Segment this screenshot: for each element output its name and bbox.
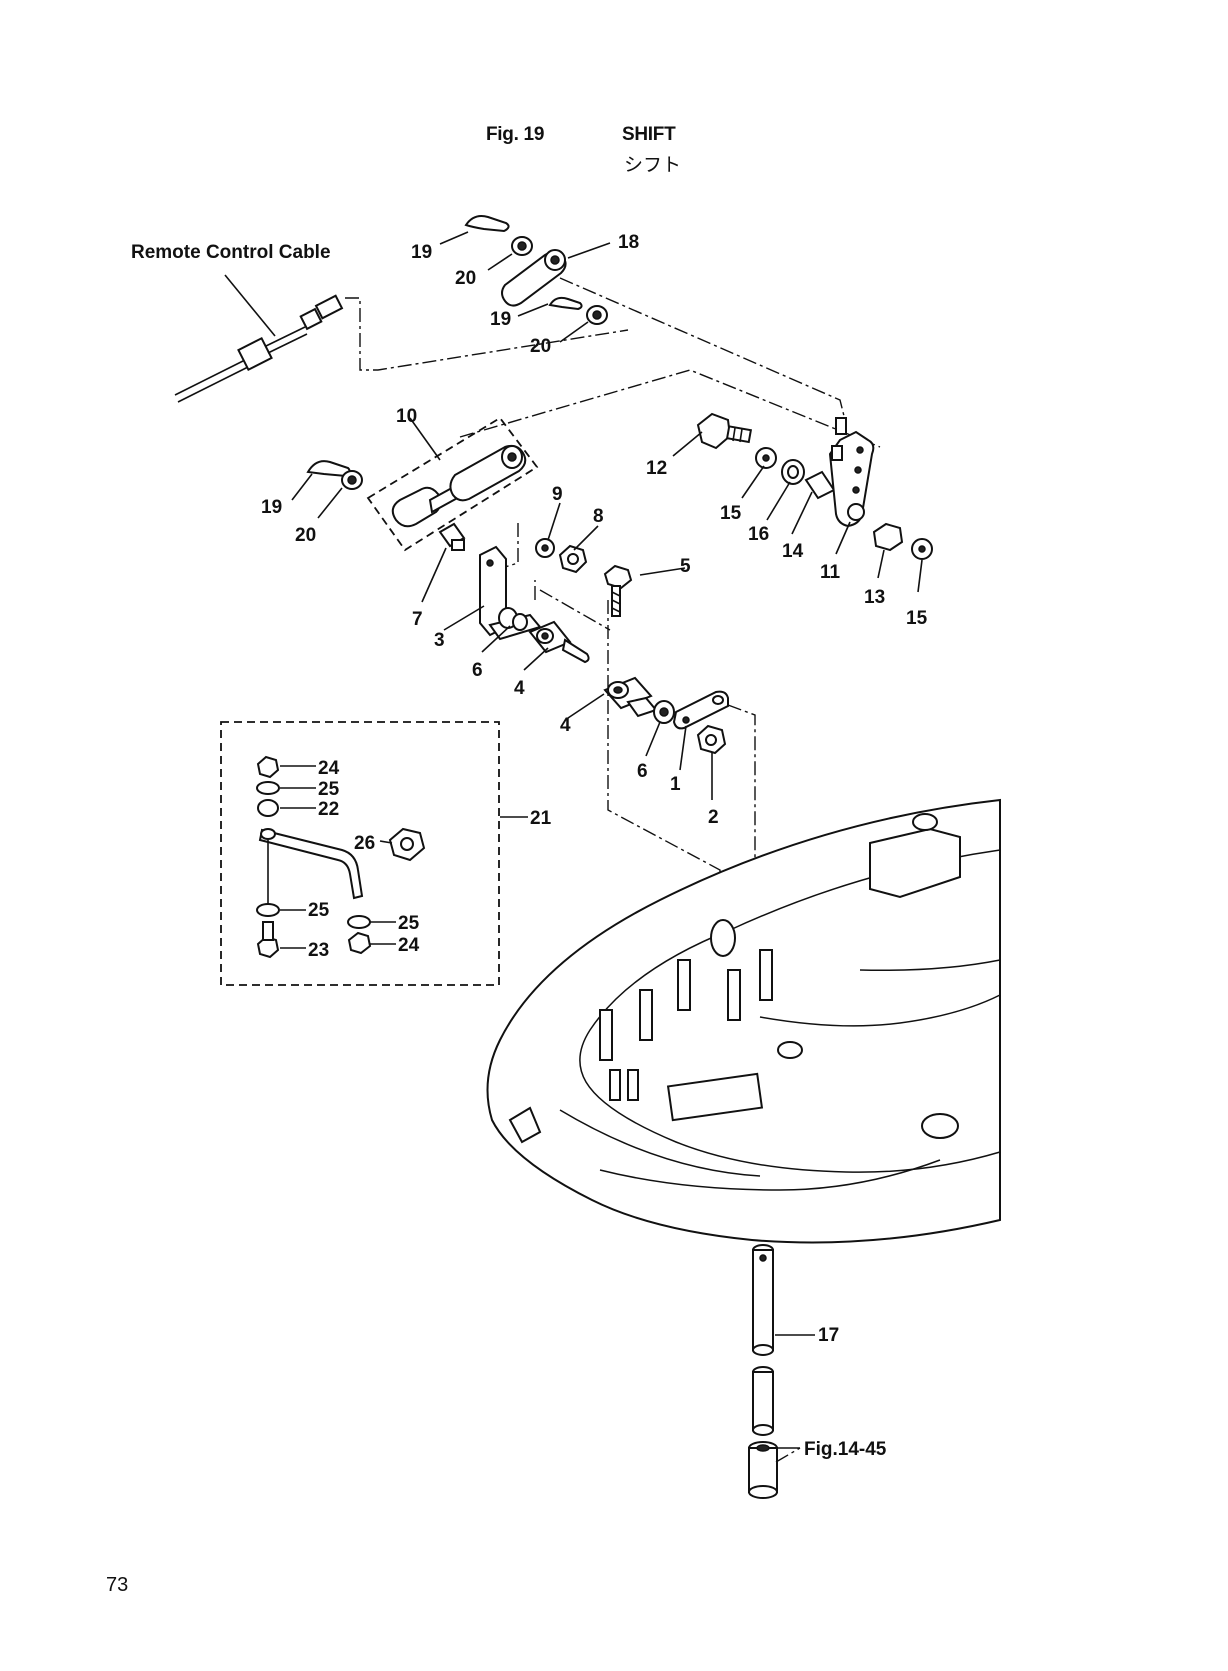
clamp-4-lower (603, 676, 658, 718)
washer-25-lower-left (256, 903, 280, 917)
collar-6-upper (498, 607, 528, 631)
callout-9: 9 (552, 484, 563, 505)
clip-19-left (306, 460, 363, 490)
callout-16: 16 (748, 524, 769, 545)
kit-21-parts (256, 755, 426, 959)
fig-reference-14-45: Fig.14-45 (804, 1439, 887, 1460)
callout-6: 6 (637, 761, 648, 782)
callout-6: 6 (472, 660, 483, 681)
washer-25-lower-right (347, 915, 371, 929)
figure-title: SHIFT (622, 124, 676, 145)
rod-link (258, 828, 364, 900)
callout-18: 18 (618, 232, 639, 253)
coupler (748, 1441, 801, 1499)
shift-lever-11 (828, 417, 875, 528)
callout-11: 11 (820, 562, 841, 583)
bolt-13 (872, 522, 904, 552)
callout-17: 17 (818, 1325, 839, 1346)
callout-21: 21 (530, 808, 552, 829)
callout-7: 7 (412, 609, 423, 630)
callout-19: 19 (411, 242, 432, 263)
callout-15: 15 (906, 608, 928, 629)
callout-23: 23 (308, 940, 329, 961)
rod-joint-10 (391, 444, 527, 528)
callout-26: 26 (354, 833, 375, 854)
callout-2: 2 (708, 807, 719, 828)
callout-25: 25 (318, 779, 340, 800)
callout-24: 24 (398, 935, 420, 956)
remote-control-cable (174, 274, 344, 403)
bolt-5 (603, 564, 686, 617)
callout-1: 1 (670, 774, 681, 795)
bushing-16 (781, 459, 805, 485)
clip-19-mid (548, 296, 608, 325)
callout-5: 5 (680, 556, 691, 577)
washer-9 (535, 538, 555, 558)
collar-6-lower (653, 700, 675, 724)
callout-20: 20 (455, 268, 476, 289)
nut-24-upper (256, 755, 280, 779)
callout-12: 12 (646, 458, 667, 479)
assembly-10-box (366, 416, 539, 552)
callout-19: 19 (261, 497, 282, 518)
callout-14: 14 (782, 541, 804, 562)
callout-3: 3 (434, 630, 445, 651)
washer-25-upper (256, 781, 280, 795)
callout-4: 4 (560, 715, 571, 736)
callout-8: 8 (593, 506, 604, 527)
lever-1 (672, 690, 729, 730)
callout-25: 25 (308, 900, 330, 921)
shift-rod-lower (752, 1366, 774, 1436)
leader-lines (280, 231, 923, 1449)
callout-15: 15 (720, 503, 742, 524)
callout-20: 20 (530, 336, 551, 357)
nut-24-lower (347, 931, 372, 955)
remote-control-cable-label: Remote Control Cable (131, 242, 331, 263)
clip-19-top (464, 215, 533, 256)
callout-10: 10 (396, 406, 417, 427)
callout-20: 20 (295, 525, 316, 546)
callout-22: 22 (318, 799, 339, 820)
bottom-cowl (486, 798, 1001, 1244)
joint-18 (501, 249, 567, 307)
callout-4: 4 (514, 678, 525, 699)
kit-21-box (220, 721, 500, 986)
bushing-22 (257, 799, 279, 817)
callout-25: 25 (398, 913, 420, 934)
nut-2 (696, 724, 727, 755)
bolt-12 (696, 412, 753, 450)
washer-15-upper (755, 447, 777, 469)
callout-13: 13 (864, 587, 885, 608)
callout-19: 19 (490, 309, 511, 330)
figure-title-japanese: シフト (624, 155, 682, 176)
washer-15-lower (911, 538, 933, 560)
stud-7 (438, 522, 466, 551)
page-number: 73 (106, 1574, 129, 1596)
nut-8 (558, 544, 588, 574)
shift-rod-4-upper (528, 620, 590, 664)
figure-label: Fig. 19 (486, 124, 545, 145)
shift-rod-17 (752, 1244, 815, 1356)
callout-24: 24 (318, 758, 340, 779)
